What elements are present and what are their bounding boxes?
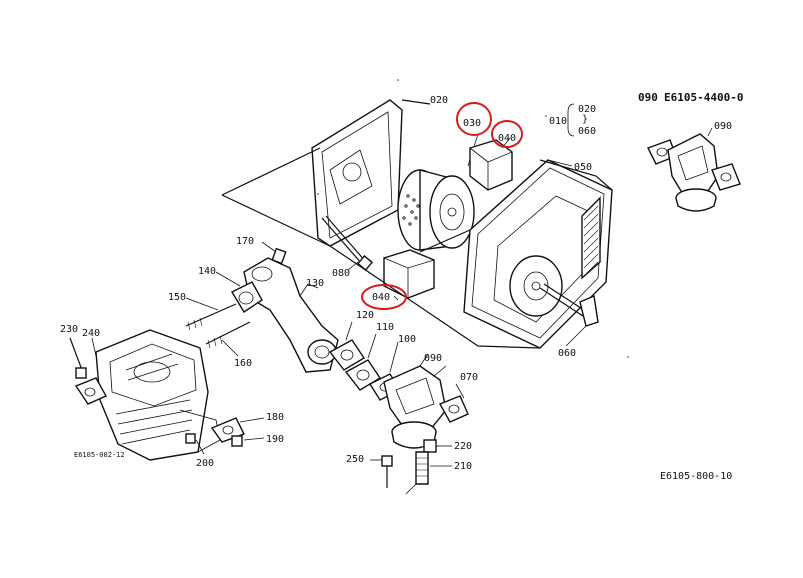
sponge-040-upper (469, 137, 513, 191)
callout-140: 140 (198, 266, 216, 277)
range-bracket: 010 020 } 060 (549, 103, 596, 137)
callout-130: 130 (306, 278, 324, 289)
gasket-240 (74, 337, 107, 405)
range-lead-label: 010 (549, 116, 567, 127)
sponge-040-lower (383, 249, 435, 301)
air-cleaner-cover-050 (463, 159, 613, 349)
highlight-circle-030 (456, 102, 492, 136)
bolt-200 (185, 433, 205, 455)
highlight-circle-040-upper (491, 120, 523, 148)
part-220 (423, 439, 452, 453)
callout-160: 160 (234, 358, 252, 369)
drawing-id-right: E6105-800-10 (660, 471, 732, 482)
range-mid-label: } (582, 114, 588, 125)
callout-100: 100 (398, 334, 416, 345)
drawing-id-left: E6105-002-12 (74, 451, 125, 459)
callout-080: 080 (332, 268, 350, 279)
callout-020: 020 (430, 95, 448, 106)
header-part-number: E6105-4400-0 (664, 91, 743, 104)
stud-bolts-150 (185, 297, 251, 349)
callout-150: 150 (168, 292, 186, 303)
callout-230: 230 (60, 324, 78, 335)
callout-110: 110 (376, 322, 394, 333)
part-210 (405, 451, 452, 495)
callout-120: 120 (356, 310, 374, 321)
callout-050: 050 (574, 162, 592, 173)
callout-200: 200 (196, 458, 214, 469)
callout-090-inset: 090 (714, 121, 732, 132)
callout-040-upper: 040 (498, 133, 516, 144)
callout-190: 190 (266, 434, 284, 445)
callout-030: 030 (463, 118, 481, 129)
callout-070: 070 (460, 372, 478, 383)
intake-manifold-130 (243, 257, 339, 373)
gasket-140 (215, 271, 263, 313)
range-bottom-label: 060 (578, 126, 596, 137)
callout-180: 180 (266, 412, 284, 423)
engine-cylinder-block (95, 329, 221, 461)
carburetor-090-inset (647, 127, 741, 212)
gasket-070 (439, 383, 469, 423)
bolt-080 (321, 215, 374, 272)
callout-170: 170 (236, 236, 254, 247)
callout-240: 240 (82, 328, 100, 339)
callout-090-center: 090 (424, 353, 442, 364)
bolt-170 (261, 241, 287, 265)
screw-250 (370, 455, 393, 488)
carburetor-090 (383, 353, 447, 449)
callout-210: 210 (454, 461, 472, 472)
callout-250: 250 (346, 454, 364, 465)
header-part-code: 090 (638, 91, 658, 104)
highlight-circles (361, 102, 523, 310)
bolt-190 (231, 435, 265, 447)
element-perforation (402, 194, 420, 226)
highlight-circle-040-lower (361, 284, 407, 310)
range-top-label: 020 (578, 104, 596, 115)
gasket-120 (328, 321, 365, 371)
wing-bolt-060 (539, 283, 599, 347)
cover-side-panel (581, 196, 601, 280)
bolt-230 (69, 337, 87, 379)
callout-040-lower: 040 (372, 292, 390, 303)
scan-specks (317, 79, 629, 358)
air-cleaner-element-030 (397, 133, 479, 251)
callout-220: 220 (454, 441, 472, 452)
callout-060: 060 (558, 348, 576, 359)
